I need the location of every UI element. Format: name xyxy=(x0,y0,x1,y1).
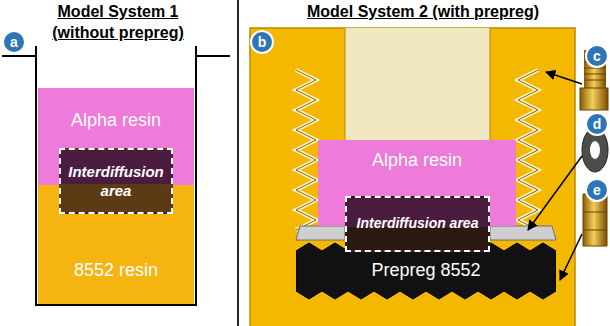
bore-wall xyxy=(490,28,491,140)
screw-thread xyxy=(518,70,538,230)
layer-label: Alpha resin xyxy=(71,110,161,132)
layer-label: Interdiffusion area xyxy=(357,215,479,233)
washer-section xyxy=(490,226,556,240)
washer-photo-hole xyxy=(590,141,600,159)
screw-thread xyxy=(518,70,538,230)
interdiffusion-zone: Interdiffusion area xyxy=(345,196,490,252)
prepreg-shape xyxy=(296,243,556,299)
beaker-rim xyxy=(2,55,36,57)
washer-section xyxy=(296,226,345,240)
panel-letter: b xyxy=(250,30,274,54)
beaker-rim xyxy=(196,55,230,57)
layer-label: Prepreg 8552 xyxy=(371,260,480,282)
screw-thread xyxy=(296,70,316,230)
pointer-arrow xyxy=(528,156,582,230)
panel-letter: d xyxy=(585,112,609,136)
plug-photo-head xyxy=(580,88,608,110)
panel-heading: Model System 2 (with prepreg) xyxy=(307,3,539,21)
panel-heading: Model System 1 xyxy=(58,3,179,21)
panel-letter: c xyxy=(585,44,609,68)
layer-label: Interdiffusion area xyxy=(64,162,168,201)
interdiffusion-zone: Interdiffusion area xyxy=(59,148,173,214)
panel-divider xyxy=(237,0,239,326)
plug-bore xyxy=(345,28,490,140)
screw-thread xyxy=(296,70,316,230)
pointer-arrow xyxy=(560,234,582,280)
cap-nut-photo-facets xyxy=(583,212,607,230)
bore-wall xyxy=(345,28,346,140)
pointer-arrow xyxy=(546,72,582,84)
panel-heading: (without prepreg) xyxy=(52,24,184,42)
layer-label: Alpha resin xyxy=(372,150,462,172)
beaker-outline xyxy=(36,46,196,305)
panel-letter: e xyxy=(585,178,609,202)
layer-label: 8552 resin xyxy=(74,260,158,282)
brass-housing xyxy=(250,28,575,326)
panel-letter: a xyxy=(2,30,26,54)
